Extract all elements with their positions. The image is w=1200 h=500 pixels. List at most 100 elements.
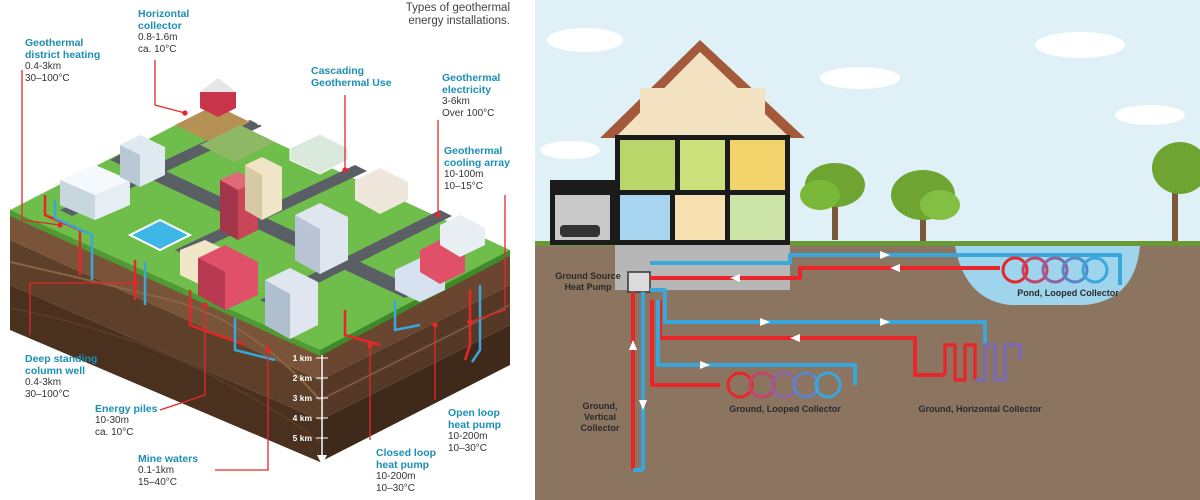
cloud-icon bbox=[820, 67, 900, 89]
building bbox=[120, 135, 165, 187]
room bbox=[730, 140, 785, 190]
label-detail: 10–15°C bbox=[444, 180, 484, 192]
label-detail: 3-6km bbox=[442, 96, 470, 107]
label-title: Geothermal bbox=[444, 145, 503, 157]
room-attic bbox=[640, 88, 765, 133]
label-title: cooling array bbox=[444, 157, 510, 169]
label-detail: ca. 10°C bbox=[95, 426, 134, 438]
cold-pipe bbox=[53, 200, 94, 280]
tree-icon bbox=[891, 170, 960, 245]
leader-deep-column bbox=[29, 282, 135, 335]
label-title: heat pump bbox=[448, 419, 502, 431]
label-detail: 10-100m bbox=[444, 169, 484, 180]
label-horizontal-collector: Horizontal collector 0.8-1.6m ca. 10°C bbox=[138, 8, 189, 55]
vertical-collector-label: Ground, bbox=[583, 401, 618, 411]
room bbox=[675, 195, 725, 240]
label-detail: 0.4-3km bbox=[25, 61, 62, 72]
ground-coil bbox=[726, 371, 842, 399]
label-title: Closed loop bbox=[376, 447, 437, 459]
note-line: energy installations. bbox=[408, 15, 510, 27]
depth-tick-label: 2 km bbox=[293, 373, 313, 383]
field bbox=[175, 105, 250, 142]
leader-lines bbox=[21, 60, 506, 471]
ground-pipes bbox=[43, 195, 482, 363]
depth-tick-label: 3 km bbox=[293, 393, 313, 403]
grass-edge bbox=[10, 210, 320, 356]
grass-edge-right bbox=[320, 250, 510, 356]
wind-turbine bbox=[237, 77, 267, 125]
strata-line bbox=[9, 261, 321, 401]
cold-pipe bbox=[233, 318, 276, 362]
label-title: electricity bbox=[442, 84, 492, 96]
pond-collector-label: Pond, Looped Collector bbox=[1017, 288, 1119, 298]
label-title: district heating bbox=[25, 49, 101, 61]
depth-tick-label: 1 km bbox=[293, 353, 313, 363]
label-deep-column-well: Deep standing column well 0.4-3km 30–100… bbox=[25, 353, 97, 400]
ground-source-label: Heat Pump bbox=[564, 282, 612, 292]
room bbox=[620, 140, 675, 190]
cloud-icon bbox=[547, 28, 623, 52]
leader-cooling bbox=[469, 195, 506, 323]
depth-arrow-icon bbox=[317, 455, 327, 465]
label-title: Geothermal Use bbox=[311, 77, 392, 89]
label-detail: 30–100°C bbox=[25, 72, 70, 84]
vertical-collector-label: Vertical bbox=[584, 412, 616, 422]
right-panel: Ground Source Heat Pump Pond, Looped Col… bbox=[535, 0, 1200, 500]
cloud-icon bbox=[1115, 105, 1185, 125]
label-detail: ca. 10°C bbox=[138, 43, 177, 55]
soil-layer-mid bbox=[10, 240, 320, 420]
leader-district-heating bbox=[21, 70, 61, 226]
field bbox=[200, 125, 275, 162]
room bbox=[730, 195, 785, 240]
depth-tick-label: 5 km bbox=[293, 433, 313, 443]
hot-pipe bbox=[650, 300, 720, 387]
label-title: collector bbox=[138, 20, 182, 32]
tree-icon bbox=[1152, 142, 1200, 245]
label-detail: 10-200m bbox=[448, 431, 488, 442]
depth-tick-group bbox=[316, 357, 328, 439]
soil-right-top bbox=[320, 250, 510, 380]
ground-looped-label: Ground, Looped Collector bbox=[729, 404, 841, 414]
building bbox=[295, 203, 348, 274]
label-electricity: Geothermal electricity 3-6km Over 100°C bbox=[442, 72, 500, 119]
ground-source-label: Ground Source bbox=[555, 271, 621, 281]
label-title: Cascading bbox=[311, 65, 365, 77]
hot-pipe bbox=[188, 290, 246, 347]
house-roof bbox=[600, 40, 805, 138]
cold-pipe bbox=[656, 300, 857, 385]
building bbox=[355, 168, 408, 214]
flow-arrow-icon bbox=[700, 361, 710, 369]
pond-coil bbox=[1001, 256, 1109, 284]
label-title: Open loop bbox=[448, 407, 500, 419]
label-detail: 15–40°C bbox=[138, 476, 178, 488]
label-detail: 0.4-3km bbox=[25, 377, 62, 388]
building bbox=[440, 215, 485, 257]
building bbox=[265, 268, 318, 339]
note-line: Types of geothermal bbox=[405, 2, 510, 14]
label-detail: 10-200m bbox=[376, 471, 416, 482]
label-title: Geothermal bbox=[442, 72, 501, 84]
cold-pipe bbox=[393, 300, 421, 332]
leader-energy-piles bbox=[159, 305, 206, 411]
label-detail: 0.8-1.6m bbox=[138, 32, 178, 43]
label-title: Geothermal bbox=[25, 37, 84, 49]
diagram-note: Types of geothermal energy installations… bbox=[350, 2, 510, 28]
cold-pipe bbox=[470, 285, 482, 363]
label-title: Mine waters bbox=[138, 453, 199, 465]
label-detail: Over 100°C bbox=[442, 107, 495, 119]
flow-arrow-icon bbox=[880, 318, 890, 326]
cold-pipe bbox=[650, 253, 1122, 285]
leader-horizontal-collector bbox=[154, 60, 186, 114]
label-district-heating: Geothermal district heating 0.4-3km 30–1… bbox=[25, 37, 100, 84]
flow-arrow-icon bbox=[760, 318, 770, 326]
flow-arrow-icon bbox=[629, 340, 637, 350]
vertical-collector-label: Collector bbox=[580, 423, 620, 433]
flow-arrow-icon bbox=[639, 400, 647, 410]
label-mine-waters: Mine waters 0.1-1km 15–40°C bbox=[138, 453, 198, 488]
flow-arrow-icon bbox=[890, 264, 900, 272]
room bbox=[620, 195, 670, 240]
soil-right-deep bbox=[320, 325, 510, 462]
label-title: column well bbox=[25, 365, 86, 377]
cold-pipe bbox=[650, 288, 987, 345]
